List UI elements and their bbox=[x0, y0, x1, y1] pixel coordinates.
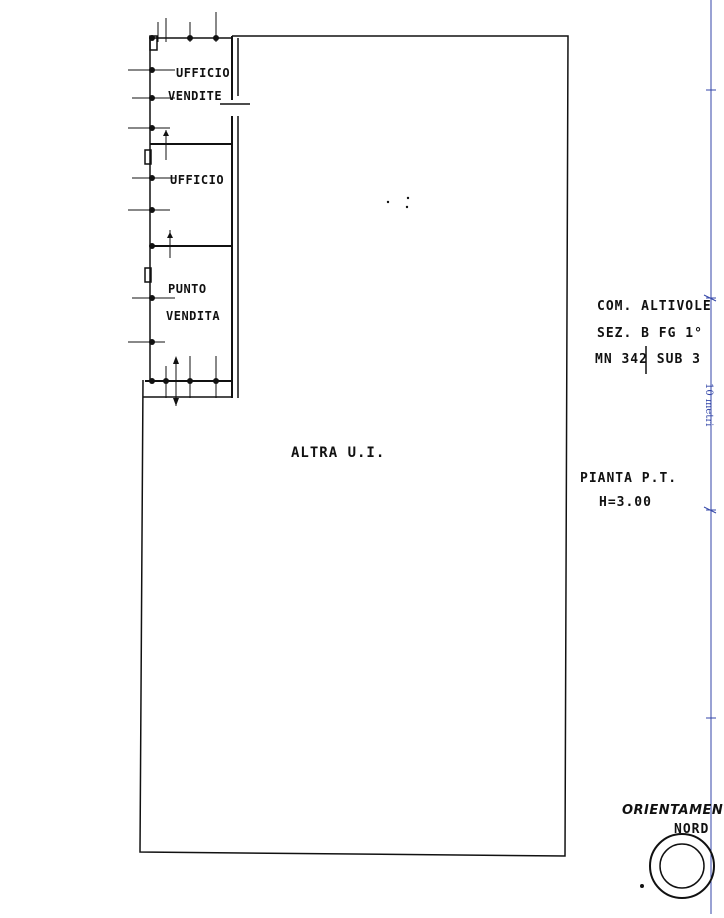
door-mark-1 bbox=[144, 149, 152, 165]
north-compass bbox=[649, 833, 715, 899]
cadastral-line-1: COM. ALTIVOLE bbox=[597, 299, 712, 314]
cadastral-line-2: SEZ. B FG 1° bbox=[597, 326, 703, 341]
room-label-punto-vendita-2: VENDITA bbox=[166, 309, 221, 323]
grid-nodes bbox=[149, 35, 644, 888]
room-label-ufficio-vendite-2: VENDITE bbox=[168, 89, 223, 103]
room-label-ufficio-vendite-1: UFFICIO bbox=[176, 66, 231, 80]
orientation-label: ORIENTAMENTO bbox=[622, 803, 724, 818]
main-outline bbox=[139, 35, 569, 857]
room-label-altra-ui: ALTRA U.I. bbox=[291, 445, 386, 461]
room-label-ufficio: UFFICIO bbox=[170, 173, 225, 187]
floor-height: H=3.00 bbox=[599, 495, 652, 510]
cadastral-line-3: MN 342 SUB 3 bbox=[595, 352, 701, 367]
door-mark-2 bbox=[144, 267, 152, 283]
floor-title: PIANTA P.T. bbox=[580, 471, 678, 486]
scale-label: 10 metri bbox=[703, 383, 714, 427]
room-label-punto-vendita-1: PUNTO bbox=[168, 282, 207, 296]
orientation-direction: NORD bbox=[674, 822, 710, 837]
